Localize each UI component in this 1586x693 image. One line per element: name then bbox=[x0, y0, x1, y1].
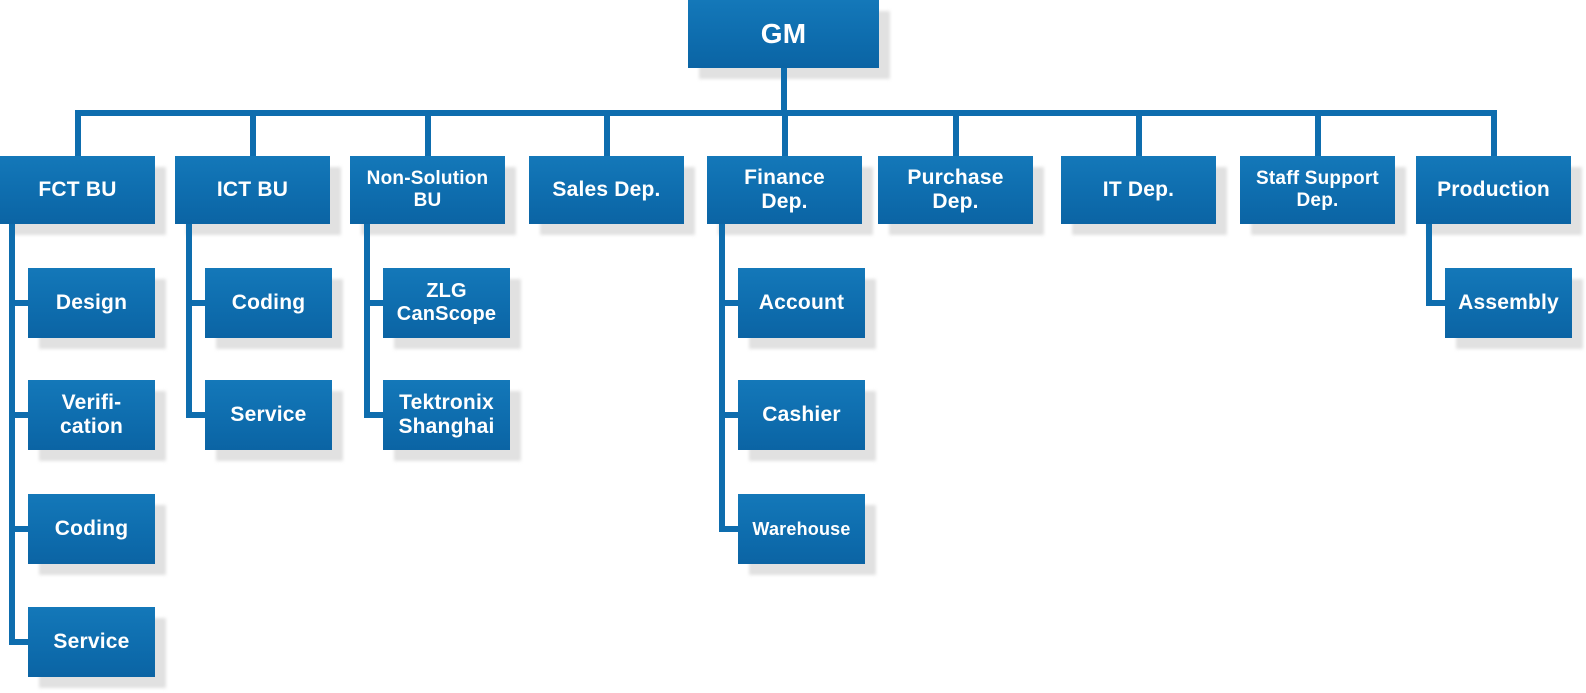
org-node-account-label: Account bbox=[758, 291, 845, 315]
org-node-coding-ict-label: Coding bbox=[231, 291, 306, 315]
connector-stub-service-ict bbox=[186, 412, 205, 418]
org-node-ict-bu-label: ICT BU bbox=[216, 178, 289, 202]
connector-riser-sales-dep bbox=[604, 110, 610, 157]
connector-stub-coding-fct bbox=[9, 526, 28, 532]
connector-elbow-non-solution-bu bbox=[364, 224, 370, 418]
connector-riser-purchase-dep bbox=[953, 110, 959, 157]
connector-stub-assembly bbox=[1426, 300, 1445, 306]
org-node-staff-support-dep-label: Staff Support Dep. bbox=[1256, 168, 1379, 211]
org-node-non-solution-bu: Non-Solution BU bbox=[350, 156, 505, 224]
org-node-sales-dep: Sales Dep. bbox=[529, 156, 684, 224]
org-node-account: Account bbox=[738, 268, 865, 338]
connector-stub-account bbox=[719, 300, 738, 306]
connector-riser-finance-dep bbox=[782, 110, 788, 157]
connector-riser-fct-bu bbox=[75, 110, 81, 157]
org-node-service-fct: Service bbox=[28, 607, 155, 677]
connector-stub-design bbox=[9, 300, 28, 306]
connector-elbow-ict-bu bbox=[186, 224, 192, 418]
org-node-zlg-canscope: ZLG CanScope bbox=[383, 268, 510, 338]
connector-riser-it-dep bbox=[1136, 110, 1142, 157]
org-node-gm-label: GM bbox=[760, 18, 807, 50]
org-node-verification: Verifi- cation bbox=[28, 380, 155, 450]
org-node-warehouse: Warehouse bbox=[738, 494, 865, 564]
org-node-service-fct-label: Service bbox=[53, 630, 130, 654]
org-node-zlg-canscope-label: ZLG CanScope bbox=[396, 280, 497, 325]
org-node-warehouse-label: Warehouse bbox=[752, 518, 851, 539]
org-node-production-label: Production bbox=[1437, 178, 1550, 202]
connector-stub-coding-ict bbox=[186, 300, 205, 306]
connector-stub-verification bbox=[9, 412, 28, 418]
org-node-production: Production bbox=[1416, 156, 1571, 224]
org-node-cashier-label: Cashier bbox=[762, 403, 841, 427]
org-node-design: Design bbox=[28, 268, 155, 338]
org-node-service-ict-label: Service bbox=[230, 403, 307, 427]
org-node-service-ict: Service bbox=[205, 380, 332, 450]
connector-elbow-finance-dep bbox=[719, 224, 725, 532]
connector-stub-zlg-canscope bbox=[364, 300, 383, 306]
org-node-assembly: Assembly bbox=[1445, 268, 1572, 338]
org-node-design-label: Design bbox=[55, 291, 128, 315]
org-node-it-dep: IT Dep. bbox=[1061, 156, 1216, 224]
connector-stub-warehouse bbox=[719, 526, 738, 532]
org-node-assembly-label: Assembly bbox=[1458, 291, 1559, 315]
org-node-tektronix-shanghai: Tektronix Shanghai bbox=[383, 380, 510, 450]
org-node-fct-bu: FCT BU bbox=[0, 156, 155, 224]
connector-elbow-production bbox=[1426, 224, 1432, 306]
org-node-non-solution-bu-label: Non-Solution BU bbox=[366, 168, 489, 211]
org-node-verification-label: Verifi- cation bbox=[59, 391, 124, 438]
org-node-fct-bu-label: FCT BU bbox=[38, 178, 117, 202]
org-node-it-dep-label: IT Dep. bbox=[1102, 178, 1175, 202]
org-node-tektronix-shanghai-label: Tektronix Shanghai bbox=[398, 391, 495, 438]
connector-stub-tektronix-shanghai bbox=[364, 412, 383, 418]
org-node-ict-bu: ICT BU bbox=[175, 156, 330, 224]
connector-stub-service-fct bbox=[9, 639, 28, 645]
connector-riser-staff-support-dep bbox=[1315, 110, 1321, 157]
connector-riser-non-solution-bu bbox=[425, 110, 431, 157]
connector-riser-ict-bu bbox=[250, 110, 256, 157]
connector-riser-production bbox=[1491, 110, 1497, 157]
org-node-purchase-dep-label: Purchase Dep. bbox=[907, 166, 1004, 213]
org-node-coding-fct-label: Coding bbox=[54, 517, 129, 541]
connector-gm-stem bbox=[781, 68, 787, 110]
org-node-sales-dep-label: Sales Dep. bbox=[552, 178, 661, 202]
org-node-coding-ict: Coding bbox=[205, 268, 332, 338]
connector-stub-cashier bbox=[719, 412, 738, 418]
org-node-finance-dep: Finance Dep. bbox=[707, 156, 862, 224]
org-node-gm: GM bbox=[688, 0, 879, 68]
org-node-staff-support-dep: Staff Support Dep. bbox=[1240, 156, 1395, 224]
org-node-cashier: Cashier bbox=[738, 380, 865, 450]
org-node-purchase-dep: Purchase Dep. bbox=[878, 156, 1033, 224]
connector-elbow-fct-bu bbox=[9, 224, 15, 645]
org-node-finance-dep-label: Finance Dep. bbox=[744, 166, 825, 213]
org-node-coding-fct: Coding bbox=[28, 494, 155, 564]
